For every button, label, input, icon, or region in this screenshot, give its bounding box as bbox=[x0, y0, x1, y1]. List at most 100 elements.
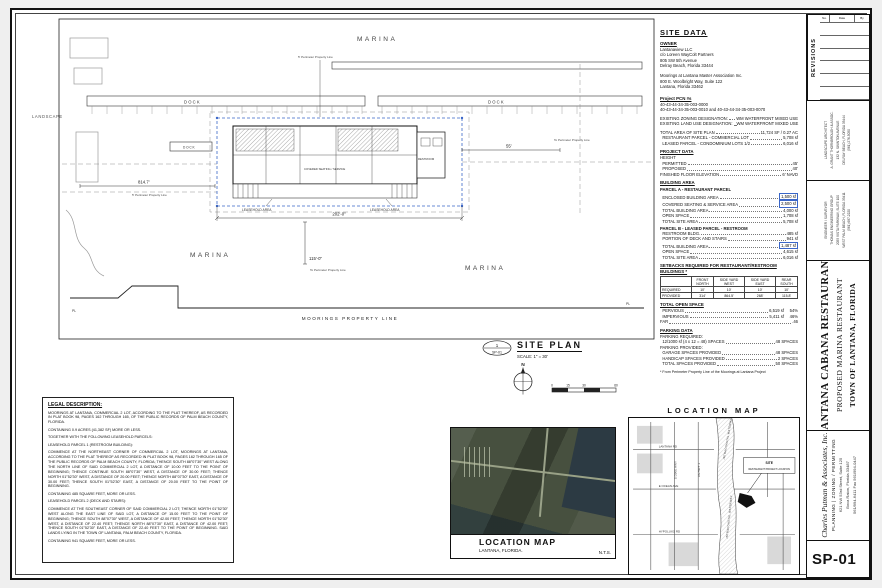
deck bbox=[232, 183, 418, 199]
site-area-row: RESTAURANT PARCEL - COMMERCIAL LOT 5,708… bbox=[660, 135, 798, 141]
svg-text:30: 30 bbox=[582, 383, 586, 387]
restroom-building bbox=[416, 131, 446, 179]
note-perimeter-top: 5' Perimeter Property Line bbox=[298, 55, 333, 59]
revisions-grid: No. Date By bbox=[820, 15, 869, 100]
open-space-rows: PERVIOUS 6,519 sf 54% IMPERVIOUS 5,411 s… bbox=[660, 308, 798, 319]
owner-line: 800 E. Woolbright Way, Suite 122 bbox=[660, 78, 723, 84]
dimensions: 202'-0" 814.7' 115'-0" 55' bbox=[79, 144, 561, 265]
setbacks-provided-row: PROVIDED 314' 864.5' 268' 115.8' bbox=[660, 292, 798, 300]
legal-paragraph: MOORINGS AT LANTANA, COMMERCIAL 2 LOT, A… bbox=[48, 410, 228, 425]
legal-paragraph: CONTAINING 0.9 ACRES (41,382 SF) MORE OR… bbox=[48, 427, 142, 432]
covered-seating-label: COVERED SEATING / SERVICE bbox=[304, 167, 345, 171]
stamp-text-line: (561) 276-5050 bbox=[847, 129, 852, 151]
zoning-row: EXISTING ZONING DESIGNATION: WM WATERFRO… bbox=[660, 115, 798, 121]
restroom-label: RESTROOM bbox=[418, 157, 435, 161]
project-data-heading: PROJECT DATA bbox=[660, 149, 694, 155]
parking-rows: PARKING REQUIRED: 12/1000 sf (4 x 12 = 4… bbox=[660, 334, 798, 367]
dim-vertical: 115'-0" bbox=[309, 256, 322, 261]
aerial-docks bbox=[464, 447, 491, 478]
intracoastal-waterway bbox=[715, 418, 738, 574]
street-location-map: LOCATION MAP INTRACOASTAL WATERWAY INTRA bbox=[628, 406, 800, 578]
adjacent-structures bbox=[65, 37, 109, 277]
pl-marker-right: PL bbox=[626, 302, 630, 306]
svg-text:15: 15 bbox=[566, 383, 570, 387]
parcel-b-rows: RESTROOM BLDG. 485 sf PORTION OF DECK AN… bbox=[660, 231, 798, 260]
street-map-title: LOCATION MAP bbox=[667, 406, 761, 415]
pcn-line: 40-43-44-34-35-003-0010 and 40-43-44-34-… bbox=[660, 107, 766, 113]
parcel-a-heading: PARCEL A - RESTAURANT PARCEL bbox=[660, 187, 732, 193]
aerial-map-title: LOCATION MAP bbox=[479, 537, 557, 547]
site-sublabel: RESTAURANT PROJECT LOCATION bbox=[749, 468, 791, 471]
restaurant-building: COVERED SEATING / SERVICE RESTROOM LEASE… bbox=[232, 125, 446, 212]
building-area-row: COVERED SEATING & SERVICE AREA 2,500 sf bbox=[660, 200, 798, 208]
owner-line: Moorings at Lantana Master Association I… bbox=[660, 73, 743, 79]
aerial-location-map: LOCATION MAP LANTANA, FLORIDA. N.T.S. bbox=[450, 427, 616, 559]
project-data-rows: HEIGHT PERMITTED 45' PROPOSED 40' bbox=[660, 155, 798, 177]
road-label: E OCEAN AVE bbox=[659, 484, 679, 488]
roof-hatch-east bbox=[337, 128, 399, 152]
note-perimeter-right: To Perimeter Property Line bbox=[554, 138, 590, 142]
owner-heading: OWNER bbox=[660, 40, 677, 46]
building-area-row: OPEN SPACE 1,708 sf bbox=[660, 213, 798, 219]
firm-block: Charles Putman & Associates, Inc. PLANNI… bbox=[807, 431, 869, 541]
stamp-text-line: (561) 687-2220 bbox=[847, 209, 852, 231]
legal-paragraph: LEASEHOLD PARCEL 1 (RESTROOM BUILDING): bbox=[48, 442, 133, 447]
bubble-number: 1 bbox=[496, 343, 499, 348]
leasehold-label-west: LEASEHOLD AREA bbox=[242, 208, 272, 212]
dim-right: 55' bbox=[506, 144, 512, 149]
building-area-row: OPEN SPACE 4,615 sf bbox=[660, 249, 798, 255]
road-label: US HWY 1 bbox=[697, 463, 701, 478]
aerial-map-subtitle: LANTANA, FLORIDA. bbox=[479, 547, 523, 553]
marina-label-left: MARINA bbox=[190, 252, 230, 259]
project-data-row: PROPOSED 40' bbox=[660, 166, 798, 172]
roof-hatch-west bbox=[235, 128, 295, 152]
firm-phone: 561/994-6411 Fax 561/994-0447 bbox=[851, 456, 857, 514]
leasehold-label-east: LEASEHOLD AREA bbox=[370, 208, 400, 212]
parking-heading: PARKING DATA bbox=[660, 327, 693, 333]
aerial-photo bbox=[451, 428, 615, 534]
parking-row: HANDICAP SPACES PROVIDED 2 SPACES bbox=[660, 355, 798, 361]
far-row: FAR .46 bbox=[660, 319, 798, 325]
perimeter-notes: 5' Perimeter Property Line 5' Perimeter … bbox=[132, 55, 590, 272]
zoning-rows: EXISTING ZONING DESIGNATION: WM WATERFRO… bbox=[660, 116, 798, 127]
site-area-row: LEASED PARCEL - CONDOMINIUM LOTS 1/2 6,0… bbox=[660, 140, 798, 146]
legal-paragraph: LEASEHOLD PARCEL 2 (DECK AND STAIRS): bbox=[48, 499, 127, 504]
property-lines bbox=[62, 64, 652, 214]
moorings-property-line: PL PL MOORINGS PROPERTY LINE bbox=[70, 285, 644, 321]
marina-label-top: MARINA bbox=[357, 36, 397, 43]
pcn-heading: Project PCN #s bbox=[660, 95, 692, 101]
stamp-text-line: LANDSCAPE ARCHITECT bbox=[824, 120, 829, 160]
open-space-row: IMPERVIOUS 5,411 sf 46% bbox=[660, 313, 798, 319]
site-plan-drawing: MARINA MARINA MARINA DOCK DOCK DOCK LAND… bbox=[32, 18, 655, 340]
project-data-row: PERMITTED 45' bbox=[660, 160, 798, 166]
revision-row bbox=[820, 74, 869, 88]
owner-line: Lantanaview LLC bbox=[660, 46, 693, 52]
dock-label-left: DOCK bbox=[184, 100, 201, 105]
note-perimeter-left: 5' Perimeter Property Line bbox=[132, 193, 167, 197]
building-area-row: PORTION OF DECK AND STAIRS 941 sf bbox=[660, 236, 798, 242]
site-marker bbox=[737, 493, 756, 508]
owner-line: 805 SW 5th Avenue bbox=[660, 57, 697, 63]
building-area-heading: BUILDING AREA bbox=[660, 180, 695, 186]
stamp-text-line: 132 N. SWINTON AVENUE bbox=[835, 120, 840, 160]
plan-frame bbox=[58, 18, 655, 340]
lease-boundary bbox=[216, 117, 463, 207]
site-area-rows: TOTAL AREA OF SITE PLAN 11,724 SF / 0.27… bbox=[660, 130, 798, 146]
legal-paragraph: CONTAINING 485 SQUARE FEET, MORE OR LESS… bbox=[48, 491, 136, 496]
project-subtitle: PROPOSED MARINA RESTAURANT bbox=[834, 277, 844, 413]
road-label: HYPOLUXO RD bbox=[659, 530, 681, 534]
drawing-sheet: MARINA MARINA MARINA DOCK DOCK DOCK LAND… bbox=[10, 8, 872, 580]
building-area-row: TOTAL SITE AREA 5,708 sf bbox=[660, 218, 798, 224]
firm-city: Boca Raton, Florida 33487 bbox=[844, 461, 850, 509]
stamp-text-line: A. GRANT THORNBROUGH & ASSOC. bbox=[830, 111, 835, 169]
project-title-block: LANTANA CABANA RESTAURANT PROPOSED MARIN… bbox=[807, 261, 869, 431]
scale-bar: 0 15 30 60 bbox=[551, 383, 618, 392]
dock-label-small: DOCK bbox=[183, 146, 195, 150]
drawing-scale: SCALE: 1" = 30' bbox=[517, 353, 548, 359]
sheet-number-block: SP-01 bbox=[807, 541, 869, 577]
svg-text:N: N bbox=[521, 362, 525, 368]
legal-paragraph: COMMENCE AT THE SOUTHEAST CORNER OF SAID… bbox=[48, 506, 228, 536]
legal-paragraph: COMMENCE AT THE NORTHEAST CORNER OF COMM… bbox=[48, 450, 228, 489]
